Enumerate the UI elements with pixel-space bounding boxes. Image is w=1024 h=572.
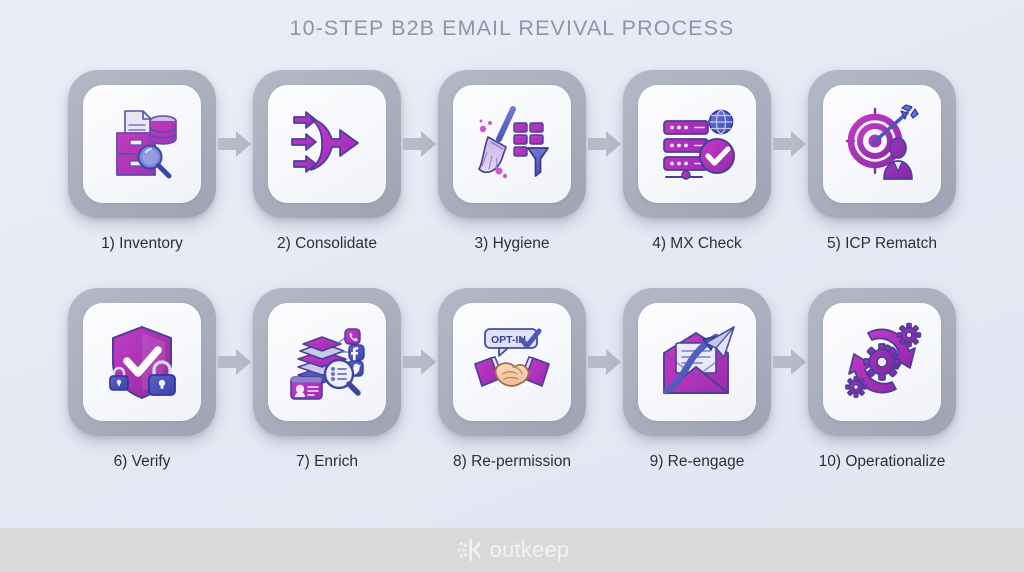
step-frame — [623, 288, 771, 436]
flow-connector — [216, 70, 253, 218]
process-step-5[interactable]: 5) ICP Rematch — [808, 70, 956, 253]
flow-connector — [401, 70, 438, 218]
step-card — [83, 303, 201, 421]
step-frame — [438, 70, 586, 218]
step-card — [638, 85, 756, 203]
process-step-10[interactable]: 10) Operationalize — [808, 288, 956, 471]
step-frame — [68, 288, 216, 436]
step-card — [638, 303, 756, 421]
process-row-2: 6) Verify — [0, 288, 1024, 506]
step-frame — [253, 70, 401, 218]
step-card — [823, 85, 941, 203]
step-label: 1) Inventory — [101, 235, 183, 252]
flow-connector — [586, 288, 623, 436]
right-arrow-icon — [402, 349, 436, 375]
flow-connector — [401, 288, 438, 436]
step-label: 4) MX Check — [652, 235, 742, 252]
process-step-4[interactable]: 4) MX Check — [623, 70, 771, 253]
shield-check-lock-icon — [109, 326, 176, 399]
flow-connector — [216, 288, 253, 436]
data-layers-social-search-icon — [290, 328, 365, 400]
flow-connector — [771, 288, 808, 436]
step-frame: OPT-IN — [438, 288, 586, 436]
file-cabinet-database-search-icon — [116, 110, 177, 179]
outkeep-starburst-k-icon — [457, 539, 480, 561]
process-step-1[interactable]: 1) Inventory — [68, 70, 216, 253]
flow-connector — [771, 70, 808, 218]
step-frame — [623, 70, 771, 218]
right-arrow-icon — [587, 131, 621, 157]
process-step-9[interactable]: 9) Re-engage — [623, 288, 771, 471]
right-arrow-icon — [587, 349, 621, 375]
step-frame — [808, 70, 956, 218]
page-title: 10-STEP B2B EMAIL REVIVAL PROCESS — [289, 16, 735, 40]
process-step-7[interactable]: 7) Enrich — [253, 288, 401, 471]
cycle-arrows-gears-icon — [845, 322, 922, 398]
right-arrow-icon — [402, 131, 436, 157]
process-step-3[interactable]: 3) Hygiene — [438, 70, 586, 253]
step-card — [268, 85, 386, 203]
step-card — [83, 85, 201, 203]
envelope-plane-growth-icon — [662, 326, 735, 395]
handshake-optin-icon: OPT-IN — [474, 328, 550, 387]
step-frame — [68, 70, 216, 218]
step-label: 6) Verify — [113, 453, 171, 470]
step-card — [823, 303, 941, 421]
target-arrow-person-icon — [845, 104, 919, 180]
server-globe-check-icon — [663, 109, 735, 180]
flow-connector — [586, 70, 623, 218]
step-card — [453, 85, 571, 203]
right-arrow-icon — [772, 131, 806, 157]
footer-bar: outkeep — [0, 528, 1024, 572]
right-arrow-icon — [217, 131, 251, 157]
step-label: 10) Operationalize — [818, 453, 946, 470]
process-flow: 1) Inventory — [0, 70, 1024, 506]
brand-name: outkeep — [489, 537, 570, 562]
process-step-2[interactable]: 2) Consolidate — [253, 70, 401, 253]
step-frame — [808, 288, 956, 436]
step-card — [268, 303, 386, 421]
process-row-1: 1) Inventory — [0, 70, 1024, 288]
broom-grid-funnel-icon — [478, 106, 549, 179]
step-label: 5) ICP Rematch — [827, 235, 937, 252]
step-frame — [253, 288, 401, 436]
step-label: 9) Re-engage — [649, 453, 745, 470]
step-label: 7) Enrich — [295, 453, 359, 470]
step-label: 2) Consolidate — [277, 235, 377, 252]
process-step-6[interactable]: 6) Verify — [68, 288, 216, 471]
right-arrow-icon — [217, 349, 251, 375]
optin-badge-text: OPT-IN — [491, 334, 526, 346]
right-arrow-icon — [772, 349, 806, 375]
process-step-8[interactable]: OPT-IN — [438, 288, 586, 471]
step-label: 8) Re-permission — [452, 453, 571, 470]
step-label: 3) Hygiene — [474, 235, 550, 252]
step-card: OPT-IN — [453, 303, 571, 421]
merging-arrows-icon — [291, 111, 359, 173]
